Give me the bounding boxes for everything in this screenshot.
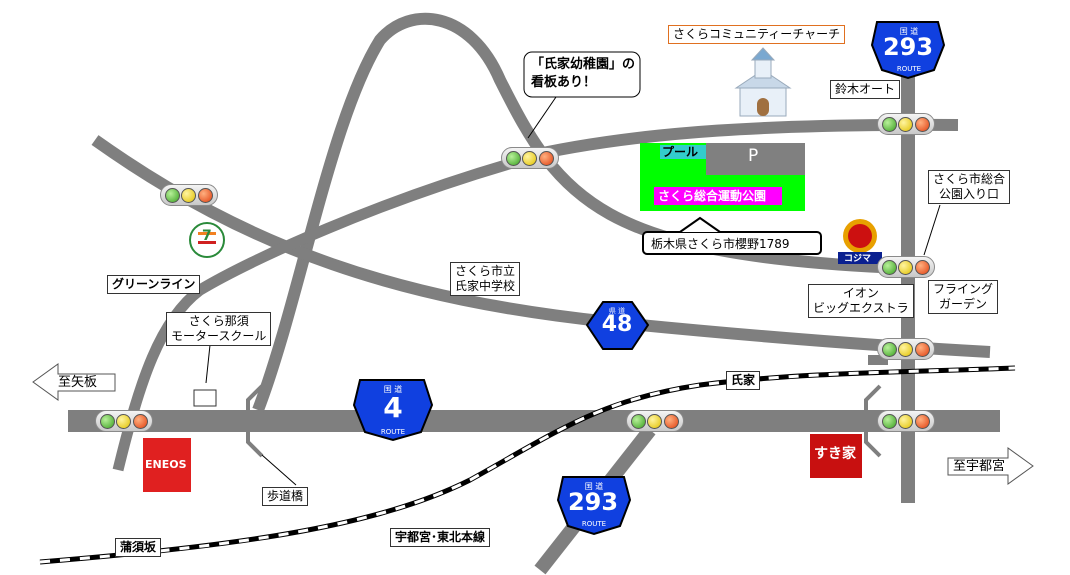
church-icon: [734, 47, 792, 117]
road-north-arc: [252, 12, 901, 413]
park-entrance-label: さくら市総合 公園入り口: [928, 170, 1011, 204]
route-293-bottom-route: ROUTE: [581, 520, 607, 528]
eneos-logo-bg: [143, 438, 191, 492]
park-label: さくら総合運動公園: [658, 189, 767, 203]
route-4-route: ROUTE: [380, 428, 406, 436]
traffic-light-park-entrance: [877, 256, 935, 278]
railway-dash: [39, 366, 1016, 564]
footbridge-label: 歩道橋: [262, 487, 309, 506]
junior-high-line2: 氏家中学校: [455, 279, 516, 293]
railway-label: 宇都宮･東北本線: [390, 528, 491, 547]
traffic-light-aeon: [877, 338, 935, 360]
parking-label: P: [748, 146, 759, 166]
kamasuzaka-label: 蒲須坂: [115, 538, 162, 557]
aeon-line1: イオン: [842, 286, 879, 300]
address-box: [642, 231, 822, 255]
sukiya-logo-bg: [810, 434, 862, 478]
route-293-bottom-shield-shape: [556, 476, 632, 536]
eneos-label: ENEOS: [145, 458, 187, 471]
route-293-bottom-kokudo: 国 道: [584, 482, 604, 491]
traffic-light-suzuki: [877, 113, 935, 135]
kojima-label: コジマ: [844, 254, 872, 264]
park-entrance-pointer: [923, 204, 941, 256]
route-4-kokudo: 国 道: [383, 385, 403, 394]
traffic-light-sukiya: [877, 410, 935, 432]
traffic-light-eneos: [95, 410, 153, 432]
junior-high-label: さくら市立 氏家中学校: [450, 262, 521, 296]
green-line-label: グリーンライン: [107, 275, 201, 294]
motor-school-label: さくら那須 モータースクール: [166, 312, 272, 346]
route-293-bottom-number: 293: [567, 488, 619, 516]
kindergarten-pointer: [527, 96, 557, 139]
traffic-light-seven-eleven: [160, 184, 218, 206]
seven-eleven-label: 7: [202, 228, 212, 244]
to-yaita-label: 至矢板: [58, 375, 98, 390]
ujiie-label: 氏家: [726, 371, 761, 390]
traffic-light-kindergarten: [501, 147, 559, 169]
route-293-top-shield-shape: [870, 21, 946, 80]
seven-eleven-logo: [189, 222, 225, 258]
arrow-to-yaita: [32, 363, 116, 401]
flying-garden-line1: フライング: [933, 282, 994, 296]
road-route-48: [91, 135, 991, 358]
route-48-kendo: 県 道: [608, 307, 626, 315]
traffic-light-route-293-south: [626, 410, 684, 432]
aeon-label: イオン ビッグエクストラ: [808, 284, 914, 318]
park-entrance-line2: 公園入り口: [939, 187, 1000, 201]
sukiya-label: すき家: [814, 446, 856, 462]
flying-garden-label: フライング ガーデン: [928, 280, 999, 314]
junior-high-line1: さくら市立: [455, 264, 516, 278]
motor-school-line1: さくら那須: [188, 314, 249, 328]
footbridge-pointer: [261, 454, 297, 486]
route-48-shield-shape: [585, 301, 650, 350]
footbridge-mark-right: [864, 384, 882, 458]
motor-school-box: [193, 389, 217, 407]
to-utsunomiya-label: 至宇都宮: [953, 459, 1006, 474]
aeon-line2: ビッグエクストラ: [813, 301, 909, 315]
route-48-number: 48: [601, 312, 633, 337]
route-293-top-kokudo: 国 道: [899, 27, 919, 36]
parking-area: [706, 143, 805, 175]
route-293-top-number: 293: [882, 33, 934, 61]
flying-garden-line2: ガーデン: [939, 297, 988, 311]
kojima-logo: [838, 216, 882, 264]
park-label-bg: [654, 187, 782, 205]
suzuki-auto-label: 鈴木オート: [830, 80, 901, 99]
route-4-number: 4: [383, 391, 403, 424]
pool-area: [660, 145, 706, 159]
kindergarten-note-line2: 看板あり！: [531, 75, 597, 90]
address-label: 栃木県さくら市櫻野1789: [651, 237, 790, 251]
road-green-line: [112, 152, 532, 472]
park-entrance-line1: さくら市総合: [933, 172, 1006, 186]
motor-school-pointer: [205, 344, 211, 384]
route-293-top-route: ROUTE: [896, 65, 922, 73]
church-label: さくらコミュニティーチャーチ: [668, 25, 846, 44]
arrow-to-utsunomiya: [947, 447, 1034, 485]
footbridge-mark-left: [246, 384, 264, 458]
kindergarten-callout: [523, 51, 641, 98]
address-pointer: [679, 216, 721, 233]
kindergarten-note-line1: 「氏家幼稚園」の: [531, 57, 636, 72]
kindergarten-note: 「氏家幼稚園」の 看板あり！: [531, 56, 635, 92]
pool-label: プール: [662, 145, 699, 159]
motor-school-line2: モータースクール: [171, 329, 267, 343]
route-4-shield-shape: [352, 379, 434, 442]
